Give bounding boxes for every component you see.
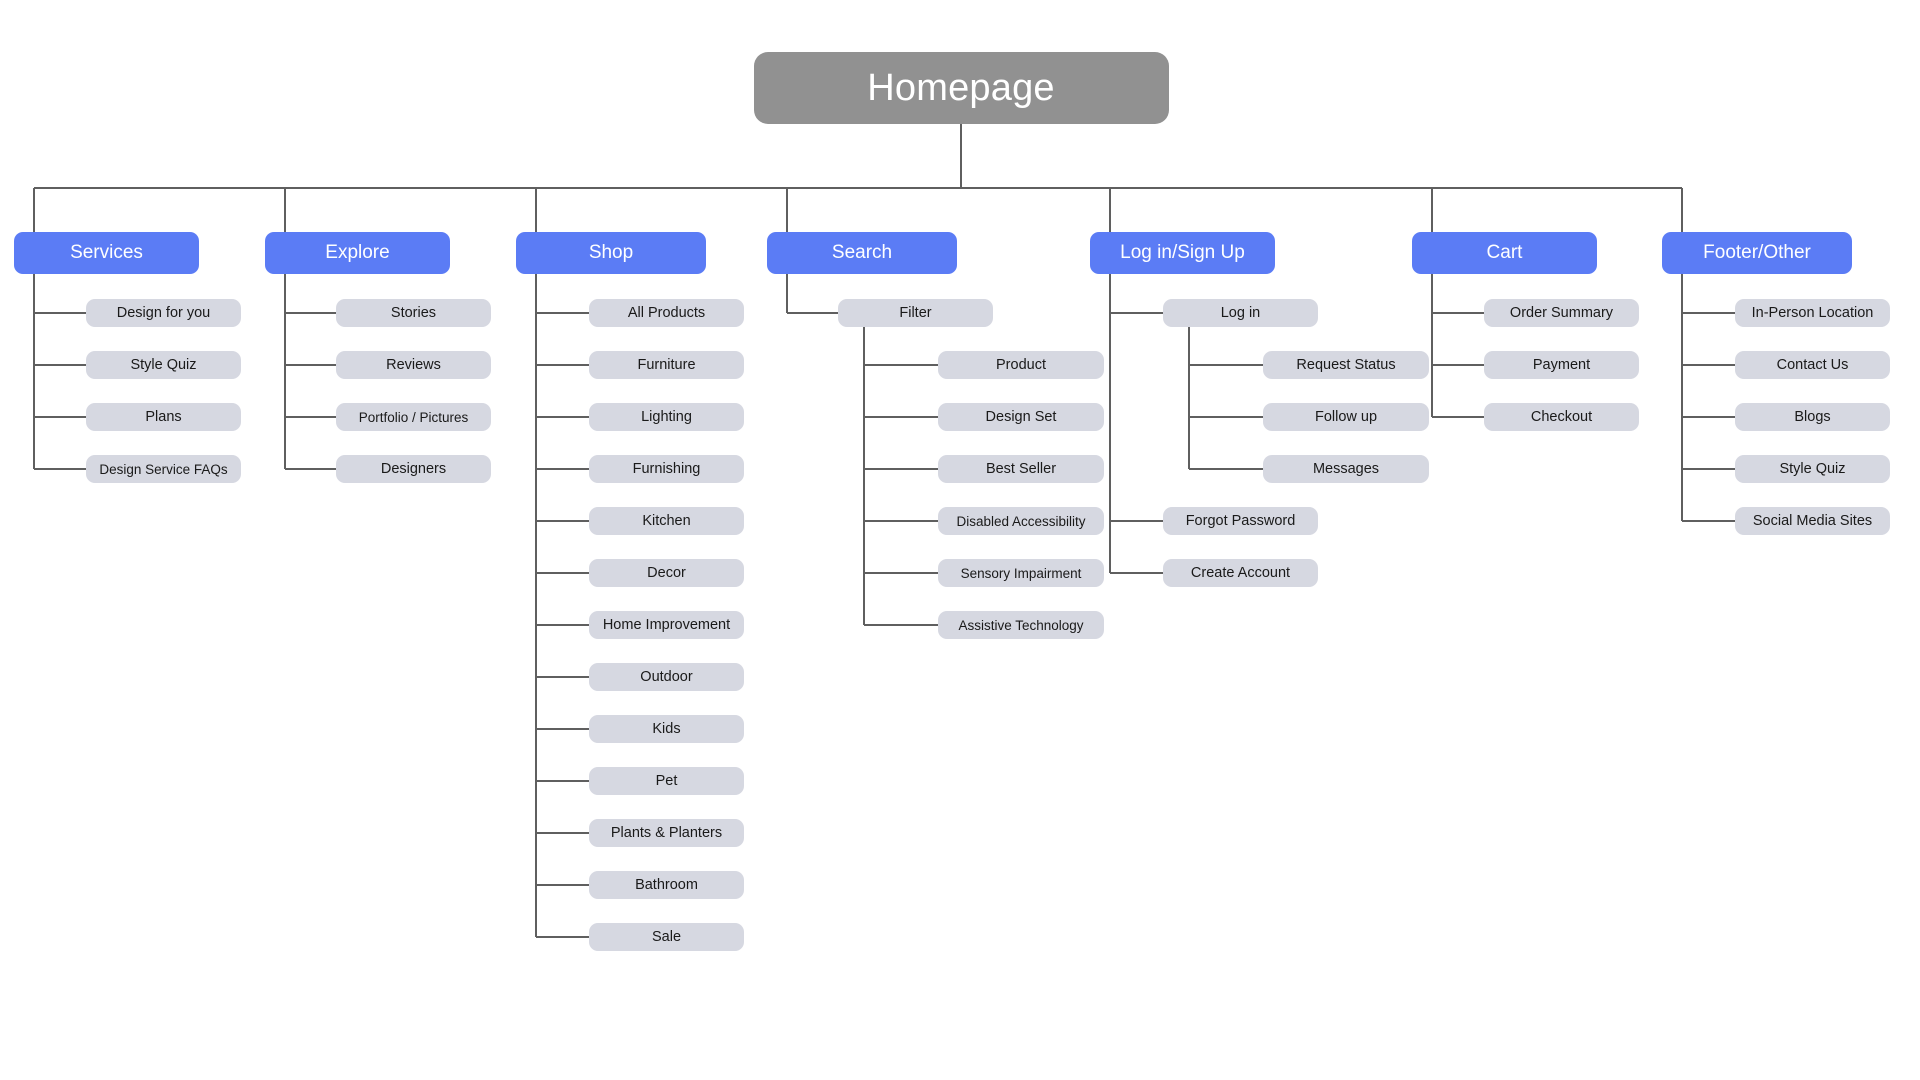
category-node-search[interactable]: Search bbox=[767, 232, 957, 274]
leaf-node[interactable]: In-Person Location bbox=[1735, 299, 1890, 327]
leaf-node[interactable]: Bathroom bbox=[589, 871, 744, 899]
leaf-node[interactable]: Furnishing bbox=[589, 455, 744, 483]
leaf-node[interactable]: Design Set bbox=[938, 403, 1104, 431]
leaf-node[interactable]: Product bbox=[938, 351, 1104, 379]
category-node-shop[interactable]: Shop bbox=[516, 232, 706, 274]
leaf-node[interactable]: Log in bbox=[1163, 299, 1318, 327]
leaf-node[interactable]: Best Seller bbox=[938, 455, 1104, 483]
leaf-node[interactable]: Create Account bbox=[1163, 559, 1318, 587]
leaf-node[interactable]: Blogs bbox=[1735, 403, 1890, 431]
leaf-node[interactable]: Contact Us bbox=[1735, 351, 1890, 379]
category-node-cart[interactable]: Cart bbox=[1412, 232, 1597, 274]
leaf-node[interactable]: Messages bbox=[1263, 455, 1429, 483]
category-node-explore[interactable]: Explore bbox=[265, 232, 450, 274]
leaf-node[interactable]: Kids bbox=[589, 715, 744, 743]
leaf-node[interactable]: Disabled Accessibility bbox=[938, 507, 1104, 535]
leaf-node[interactable]: Outdoor bbox=[589, 663, 744, 691]
leaf-node[interactable]: Home Improvement bbox=[589, 611, 744, 639]
leaf-node[interactable]: Design Service FAQs bbox=[86, 455, 241, 483]
category-node-log-in-sign-up[interactable]: Log in/Sign Up bbox=[1090, 232, 1275, 274]
leaf-node[interactable]: Forgot Password bbox=[1163, 507, 1318, 535]
leaf-node[interactable]: Request Status bbox=[1263, 351, 1429, 379]
leaf-node[interactable]: All Products bbox=[589, 299, 744, 327]
leaf-node[interactable]: Stories bbox=[336, 299, 491, 327]
leaf-node[interactable]: Plants & Planters bbox=[589, 819, 744, 847]
leaf-node[interactable]: Payment bbox=[1484, 351, 1639, 379]
leaf-node[interactable]: Designers bbox=[336, 455, 491, 483]
leaf-node[interactable]: Lighting bbox=[589, 403, 744, 431]
leaf-node[interactable]: Decor bbox=[589, 559, 744, 587]
leaf-node[interactable]: Filter bbox=[838, 299, 993, 327]
leaf-node[interactable]: Portfolio / Pictures bbox=[336, 403, 491, 431]
leaf-node[interactable]: Style Quiz bbox=[86, 351, 241, 379]
leaf-node[interactable]: Design for you bbox=[86, 299, 241, 327]
leaf-node[interactable]: Assistive Technology bbox=[938, 611, 1104, 639]
leaf-node[interactable]: Reviews bbox=[336, 351, 491, 379]
root-node: Homepage bbox=[753, 52, 1169, 124]
category-node-services[interactable]: Services bbox=[14, 232, 199, 274]
leaf-node[interactable]: Sale bbox=[589, 923, 744, 951]
leaf-node[interactable]: Furniture bbox=[589, 351, 744, 379]
leaf-node[interactable]: Checkout bbox=[1484, 403, 1639, 431]
leaf-node[interactable]: Follow up bbox=[1263, 403, 1429, 431]
leaf-node[interactable]: Kitchen bbox=[589, 507, 744, 535]
leaf-node[interactable]: Style Quiz bbox=[1735, 455, 1890, 483]
leaf-node[interactable]: Order Summary bbox=[1484, 299, 1639, 327]
leaf-node[interactable]: Sensory Impairment bbox=[938, 559, 1104, 587]
leaf-node[interactable]: Social Media Sites bbox=[1735, 507, 1890, 535]
leaf-node[interactable]: Plans bbox=[86, 403, 241, 431]
category-node-footer-other[interactable]: Footer/Other bbox=[1662, 232, 1852, 274]
leaf-node[interactable]: Pet bbox=[589, 767, 744, 795]
